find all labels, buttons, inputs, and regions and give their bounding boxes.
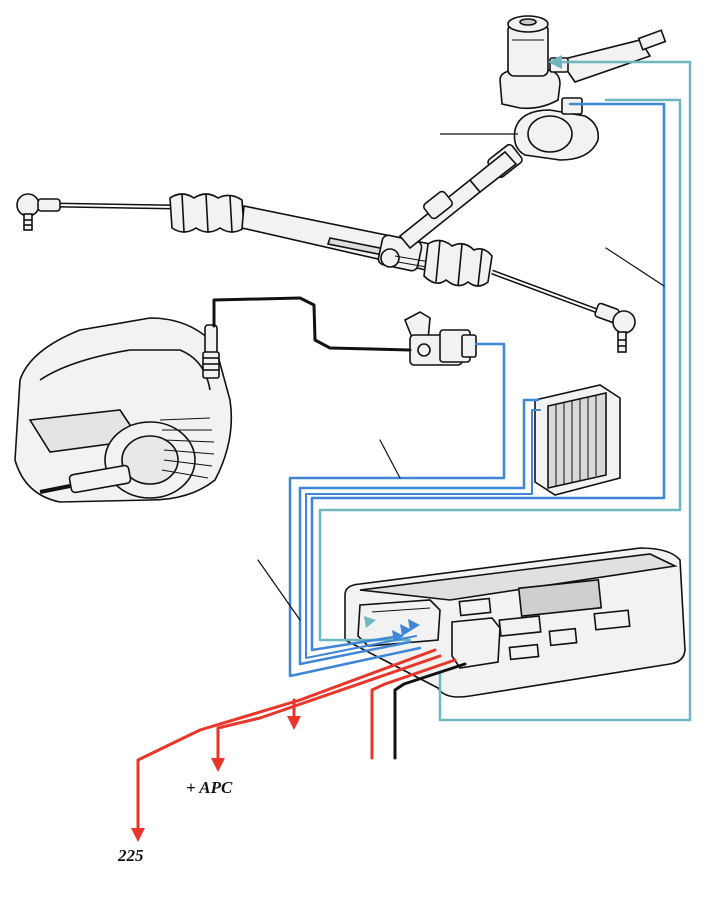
wire-red-supply bbox=[370, 658, 457, 760]
gearbox-speed-sensor bbox=[202, 324, 220, 379]
ecu-chip bbox=[498, 615, 542, 637]
arrow-red-apc bbox=[211, 758, 225, 772]
ecu-chip bbox=[548, 627, 578, 647]
wire-black-ground bbox=[393, 662, 467, 760]
arrow-blue-ecu-3 bbox=[408, 619, 420, 631]
wire-red-apc bbox=[216, 654, 442, 762]
left-tie-rod-end bbox=[16, 193, 61, 231]
wire-blue-inner bbox=[305, 409, 541, 659]
ecu-chip bbox=[508, 643, 540, 661]
column-connector-lower bbox=[561, 97, 583, 115]
ecu-chip bbox=[593, 609, 631, 631]
arrow-heads bbox=[131, 55, 562, 842]
right-tie-rod-end bbox=[594, 302, 636, 353]
rack-tube bbox=[241, 205, 433, 272]
wire-teal-motor bbox=[438, 60, 692, 722]
ecu-chip-main bbox=[517, 579, 603, 617]
steering-rack bbox=[16, 193, 636, 353]
wire-teal-column bbox=[318, 98, 682, 642]
leader-line-harness-right bbox=[605, 247, 665, 287]
wire-black-sensor bbox=[212, 296, 412, 352]
ecu-connector-secondary bbox=[451, 617, 501, 669]
gear-ribs bbox=[159, 417, 215, 479]
arrow-teal-ecu bbox=[364, 616, 376, 628]
right-boot bbox=[423, 239, 493, 287]
arrow-red-225 bbox=[131, 828, 145, 842]
torque-sensor-connector bbox=[403, 311, 477, 366]
ecu-chip bbox=[458, 597, 492, 617]
module-grille bbox=[555, 395, 597, 486]
label-apc: + APC bbox=[186, 778, 233, 797]
steering-column bbox=[398, 15, 667, 250]
arrow-blue-ecu-1 bbox=[392, 630, 404, 642]
left-boot bbox=[169, 193, 245, 233]
wire-blue-column bbox=[310, 102, 666, 652]
wire-blue-module bbox=[298, 398, 540, 666]
ecu-connector-main bbox=[357, 599, 441, 647]
steering-motor bbox=[499, 15, 561, 110]
wire-blue-torque bbox=[288, 342, 506, 678]
arrow-teal-motor bbox=[548, 55, 562, 69]
intermediate-shaft bbox=[398, 143, 523, 250]
relay-module bbox=[534, 384, 621, 496]
ecu bbox=[344, 547, 686, 698]
wire-red-225 bbox=[136, 648, 437, 832]
arrow-blue-ecu-2 bbox=[400, 624, 412, 636]
label-225: 225 bbox=[118, 846, 144, 865]
gearbox bbox=[14, 317, 233, 503]
leader-line-harness-left bbox=[257, 559, 301, 621]
arrow-red-branch bbox=[287, 716, 301, 730]
leader-line-harness-mid bbox=[379, 439, 401, 479]
